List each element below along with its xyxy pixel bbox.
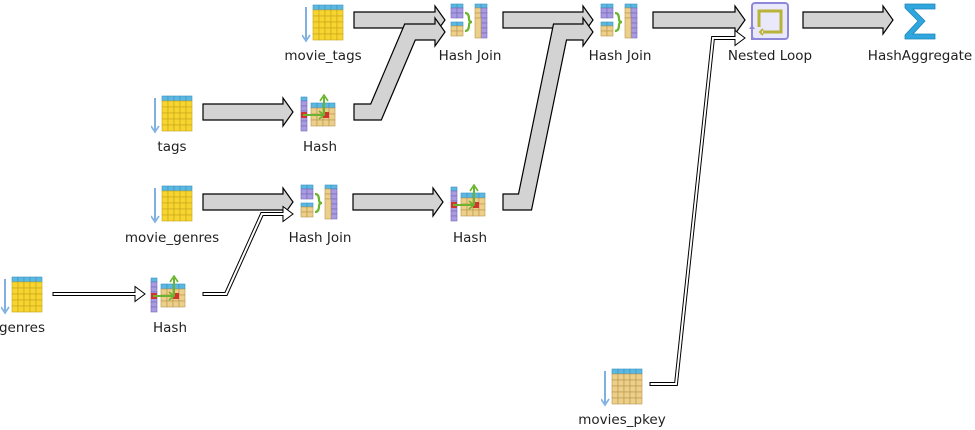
plan-node-label: HashAggregate xyxy=(867,48,973,64)
edge-movies-pkey-scan-to-nested-loop xyxy=(649,29,746,386)
edge-hash-tags-to-hash-join-1 xyxy=(353,16,446,121)
edge-genres-scan-to-hash-genres xyxy=(52,285,146,303)
plan-node-label: Hash xyxy=(452,230,487,246)
plan-node-label: Hash xyxy=(152,320,187,336)
hash-join-icon xyxy=(600,3,638,39)
plan-node-label: Hash Join xyxy=(438,48,502,64)
plan-node-label: Hash xyxy=(302,139,337,155)
table-scan-icon xyxy=(1,276,43,315)
edge-hash-join-3-to-hash-join3-hash xyxy=(352,186,444,218)
plan-node-label: movies_pkey xyxy=(578,412,666,428)
table-scan-icon xyxy=(151,95,193,134)
sigma-icon xyxy=(904,3,936,40)
plan-node-label: Hash Join xyxy=(288,230,352,246)
hash-join-icon xyxy=(300,184,338,220)
edge-hash-join-2-to-nested-loop xyxy=(652,4,746,36)
edge-hash-genres-to-hash-join-3 xyxy=(202,205,294,296)
plan-node-label: genres xyxy=(0,320,46,336)
nested-loop-icon xyxy=(749,2,789,40)
edge-nested-loop-to-hash-aggregate xyxy=(802,4,894,36)
hash-icon xyxy=(150,275,186,313)
edge-movie-genres-scan-to-hash-join-3 xyxy=(202,186,294,218)
edge-hash-join3-hash-to-hash-join-2 xyxy=(502,16,594,211)
hash-join-icon xyxy=(450,3,488,39)
hash-icon xyxy=(300,94,336,132)
plan-node-label: Hash Join xyxy=(588,48,652,64)
hash-icon xyxy=(450,184,486,222)
edge-tags-scan-to-hash-tags xyxy=(202,96,294,128)
table-scan-icon xyxy=(151,185,193,224)
plan-node-label: movie_genres xyxy=(124,230,220,246)
plan-node-label: Nested Loop xyxy=(727,48,813,64)
edges-layer xyxy=(52,4,894,386)
table-scan-icon xyxy=(302,4,344,43)
plan-node-label: tags xyxy=(157,139,187,155)
plan-node-label: movie_tags xyxy=(284,48,362,64)
index-scan-icon xyxy=(601,368,643,407)
